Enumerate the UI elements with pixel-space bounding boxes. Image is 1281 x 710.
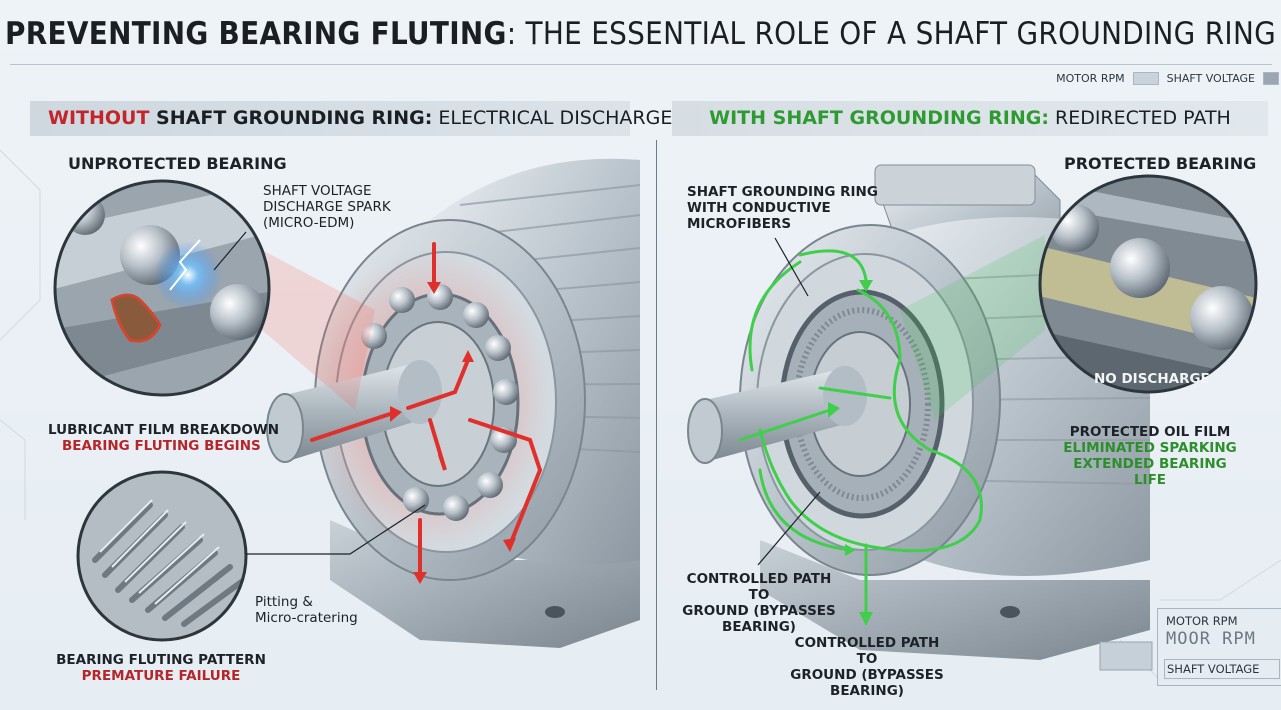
left-section-header: WITHOUT SHAFT GROUNDING RING: ELECTRICAL…: [30, 101, 761, 136]
sgr-line-3: MICROFIBERS: [687, 216, 792, 232]
left-motor: [262, 158, 641, 648]
sgr-line-1: SHAFT GROUNDING RING: [687, 184, 878, 200]
rpm-indicator: [1132, 71, 1159, 85]
sgr-callout: SHAFT GROUNDING RING WITH CONDUCTIVE MIC…: [687, 184, 878, 232]
ground-path-callout-a: CONTROLLED PATH TO GROUND (BYPASSES BEAR…: [674, 571, 844, 635]
oil-film-callout: PROTECTED OIL FILM ELIMINATED SPARKING E…: [1060, 424, 1240, 488]
lubricant-callout: LUBRICANT FILM BREAKDOWN BEARING FLUTING…: [48, 422, 279, 454]
center-divider: [656, 140, 657, 690]
fluting-line-1: BEARING FLUTING PATTERN: [56, 652, 266, 668]
fluting-magnifier-rim: [76, 470, 248, 642]
protected-bearing-magnifier: [1040, 176, 1256, 392]
hud-top-rpm-label: MOTOR RPM: [1056, 71, 1125, 85]
right-current-arrows: [738, 249, 983, 617]
hud-top-voltage-label: SHAFT VOLTAGE: [1166, 71, 1255, 85]
sgr-line-2: WITH CONDUCTIVE: [687, 200, 831, 216]
pitting-line-1: Pitting &: [255, 594, 313, 610]
right-header-rest: REDIRECTED PATH: [1048, 107, 1231, 129]
page-title: PREVENTING BEARING FLUTING: THE ESSENTIA…: [0, 16, 1281, 52]
unprotected-bearing-label: UNPROTECTED BEARING: [68, 154, 287, 173]
chip-graphic: [1099, 641, 1153, 671]
spark-line-2: DISCHARGE SPARK: [263, 199, 391, 215]
oil-line-2: ELIMINATED SPARKING: [1063, 440, 1237, 456]
no-discharge-label: NO DISCHARGE: [1094, 371, 1210, 387]
spark-callout: SHAFT VOLTAGE DISCHARGE SPARK (MICRO-EDM…: [263, 183, 391, 231]
hud-top: MOTOR RPM SHAFT VOLTAGE: [1056, 68, 1279, 88]
fluting-line-2: PREMATURE FAILURE: [81, 668, 241, 684]
left-current-arrows: [310, 242, 543, 577]
fluting-callout: BEARING FLUTING PATTERN PREMATURE FAILUR…: [55, 652, 267, 684]
protected-bearing-label: PROTECTED BEARING: [1064, 154, 1257, 173]
title-rest: : THE ESSENTIAL ROLE OF A SHAFT GROUNDIN…: [506, 16, 1277, 52]
oil-line-1: PROTECTED OIL FILM: [1069, 424, 1231, 440]
path-a-line-3: BEARING): [722, 619, 796, 635]
protected-magnifier-rim: [1038, 174, 1258, 394]
right-leader-lines: [757, 237, 821, 566]
title-bold: PREVENTING BEARING FLUTING: [4, 16, 507, 52]
hud-voltage-label: SHAFT VOLTAGE: [1164, 659, 1280, 679]
pitting-callout: Pitting & Micro-cratering: [255, 594, 358, 626]
right-section-header: WITH SHAFT GROUNDING RING: REDIRECTED PA…: [672, 101, 1268, 136]
ground-path-callout-b: CONTROLLED PATH TO GROUND (BYPASSES BEAR…: [782, 635, 952, 699]
lube-line-1: LUBRICANT FILM BREAKDOWN: [48, 422, 280, 438]
spark-line-1: SHAFT VOLTAGE: [263, 183, 372, 199]
title-rule: [10, 64, 1272, 65]
path-b-line-3: BEARING): [830, 683, 904, 699]
pitting-line-2: Micro-cratering: [255, 610, 358, 626]
path-a-line-2: GROUND (BYPASSES: [682, 603, 836, 619]
spark-magnifier-rim: [53, 179, 271, 397]
path-b-line-2: GROUND (BYPASSES: [790, 667, 944, 683]
left-header-mid: SHAFT GROUNDING RING:: [149, 107, 433, 129]
hud-rpm-value: MOOR RPM: [1166, 629, 1256, 649]
oil-line-3: EXTENDED BEARING LIFE: [1073, 456, 1227, 488]
fluting-magnifier: [78, 472, 246, 640]
left-leader-lines: [213, 231, 426, 555]
right-header-with: WITH SHAFT GROUNDING RING:: [709, 107, 1049, 129]
spark-line-3: (MICRO-EDM): [263, 215, 355, 231]
left-header-without: WITHOUT: [48, 107, 150, 129]
right-motor: [687, 164, 1151, 660]
path-b-line-1: CONTROLLED PATH TO: [794, 635, 940, 667]
voltage-indicator: [1263, 71, 1279, 85]
hud-rpm-label: MOTOR RPM: [1166, 614, 1238, 628]
hud-readout-box: MOTOR RPM MOOR RPM SHAFT VOLTAGE: [1157, 608, 1281, 686]
path-a-line-1: CONTROLLED PATH TO: [686, 571, 832, 603]
lube-line-2: BEARING FLUTING BEGINS: [62, 438, 261, 454]
